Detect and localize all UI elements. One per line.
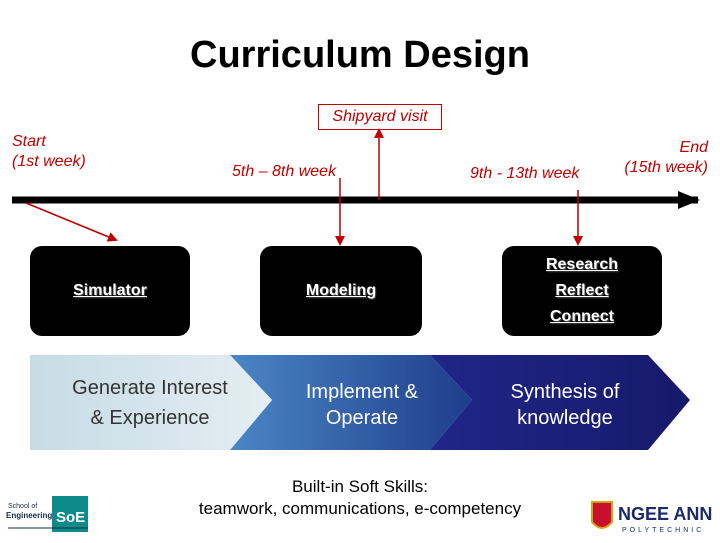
phase-3-line-2: knowledge xyxy=(517,407,613,429)
end-text: End xyxy=(679,139,708,156)
phase-chevron-3 xyxy=(430,355,690,450)
phase-3-line-1: Synthesis of xyxy=(510,381,620,403)
week-9-13-label: 9th - 13th week xyxy=(470,165,580,182)
svg-text:NGEE ANN: NGEE ANN xyxy=(618,504,712,524)
start-label: Start (1st week) xyxy=(12,132,86,172)
reflect-label: Reflect xyxy=(555,282,609,299)
connect-label: Connect xyxy=(550,308,614,325)
phase-chevron-2 xyxy=(230,355,472,450)
soft-skills-line-1: Built-in Soft Skills: xyxy=(291,477,429,496)
soe-logo-graphic: School of Engineering SoE xyxy=(6,496,88,532)
start-text: Start xyxy=(12,133,46,150)
end-label: End (15th week) xyxy=(610,138,708,178)
week-5-8-label: 5th – 8th week xyxy=(232,163,337,180)
svg-text:POLYTECHNIC: POLYTECHNIC xyxy=(622,527,704,534)
svg-text:Engineering: Engineering xyxy=(6,511,52,520)
page-title: Curriculum Design xyxy=(190,34,530,76)
research-label: Research xyxy=(545,256,619,273)
end-week-text: (15th week) xyxy=(624,159,708,176)
phase-3-text: Synthesis of knowledge xyxy=(470,358,660,448)
phase-2-line-1: Implement & xyxy=(305,381,419,403)
phase-1-line-1: Generate Interest xyxy=(72,377,228,399)
svg-text:SoE: SoE xyxy=(56,509,85,526)
ngee-ann-logo: NGEE ANN POLYTECHNIC xyxy=(588,498,716,538)
soft-skills-text: Built-in Soft Skills: teamwork, communic… xyxy=(150,476,570,520)
phase-1-line-2: & Experience xyxy=(90,407,210,429)
soft-skills-line-2: teamwork, communications, e-competency xyxy=(198,499,522,518)
phase-2-line-2: Operate xyxy=(325,407,399,429)
modeling-label: Modeling xyxy=(305,282,377,299)
start-arrow xyxy=(25,202,118,242)
modeling-box: Modeling xyxy=(260,246,422,336)
phase-2-text: Implement & Operate xyxy=(262,358,462,448)
ngee-ann-logo-graphic: NGEE ANN POLYTECHNIC xyxy=(591,501,712,534)
phase-band xyxy=(30,355,690,450)
timeline-diagram xyxy=(12,128,700,246)
simulator-label: Simulator xyxy=(73,282,147,299)
simulator-box: Simulator xyxy=(30,246,190,336)
svg-text:School of: School of xyxy=(8,503,37,510)
research-box: Research Reflect Connect xyxy=(502,246,662,336)
phase-1-text: Generate Interest & Experience xyxy=(40,358,260,448)
school-of-engineering-logo: School of Engineering SoE xyxy=(4,494,88,536)
start-week-text: (1st week) xyxy=(12,153,86,170)
phase-chevron-1 xyxy=(30,355,272,450)
